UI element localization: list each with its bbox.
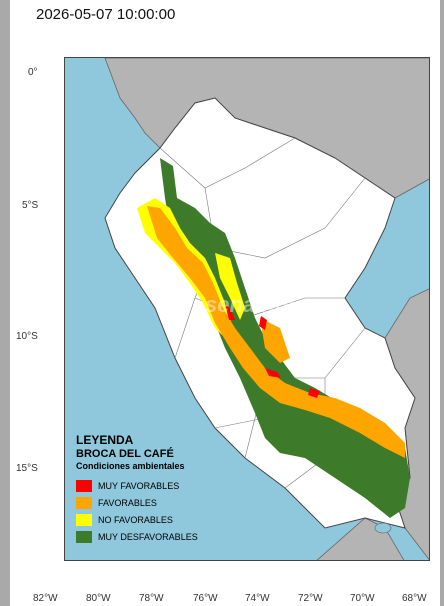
map-legend: LEYENDA BROCA DEL CAFÉ Condiciones ambie… <box>76 433 226 545</box>
latitude-label: 15°S <box>16 463 38 474</box>
map-canvas <box>104 58 429 560</box>
zone-muy-favorables-1 <box>225 304 235 320</box>
zone-muy-favorables-3 <box>265 368 281 378</box>
legend-label: MUY FAVORABLES <box>98 480 180 491</box>
longitude-label: 76°W <box>193 593 218 604</box>
legend-swatch <box>76 479 92 492</box>
latitude-label: 5°S <box>22 200 39 211</box>
legend-item: FAVORABLES <box>76 494 226 511</box>
zone-favorables <box>147 206 405 458</box>
map-timestamp: 2026-05-07 10:00:00 <box>36 6 176 23</box>
legend-swatch <box>76 513 92 526</box>
zone-muy-desfavorables <box>160 158 410 518</box>
longitude-label: 72°W <box>298 593 323 604</box>
legend-title: LEYENDA <box>76 433 134 447</box>
legend-note: Condiciones ambientales <box>76 461 185 471</box>
zone-no-favorables-east <box>215 253 245 320</box>
longitude-label: 68°W <box>402 593 427 604</box>
legend-label: FAVORABLES <box>98 497 157 508</box>
map-panel <box>64 57 430 561</box>
latitude-label: 10°S <box>16 331 38 342</box>
longitude-label: 74°W <box>245 593 270 604</box>
zone-muy-favorables-2 <box>259 316 267 330</box>
longitude-label: 78°W <box>139 593 164 604</box>
legend-item: NO FAVORABLES <box>76 511 226 528</box>
legend-label: MUY DESFAVORABLES <box>98 531 198 542</box>
longitude-label: 82°W <box>33 593 58 604</box>
legend-swatch <box>76 496 92 509</box>
latitude-label: 0° <box>28 67 38 78</box>
legend-item: MUY DESFAVORABLES <box>76 528 226 545</box>
longitude-label: 80°W <box>86 593 111 604</box>
legend-swatch <box>76 530 92 543</box>
zone-muy-favorables-4 <box>308 388 320 398</box>
senamhi-watermark: senamhi <box>205 292 295 317</box>
longitude-label: 70°W <box>350 593 375 604</box>
legend-label: NO FAVORABLES <box>98 514 173 525</box>
zone-favorables-interior <box>260 318 290 363</box>
lake-titicaca <box>374 522 392 534</box>
legend-item: MUY FAVORABLES <box>76 477 226 494</box>
legend-subtitle: BROCA DEL CAFÉ <box>76 448 174 460</box>
